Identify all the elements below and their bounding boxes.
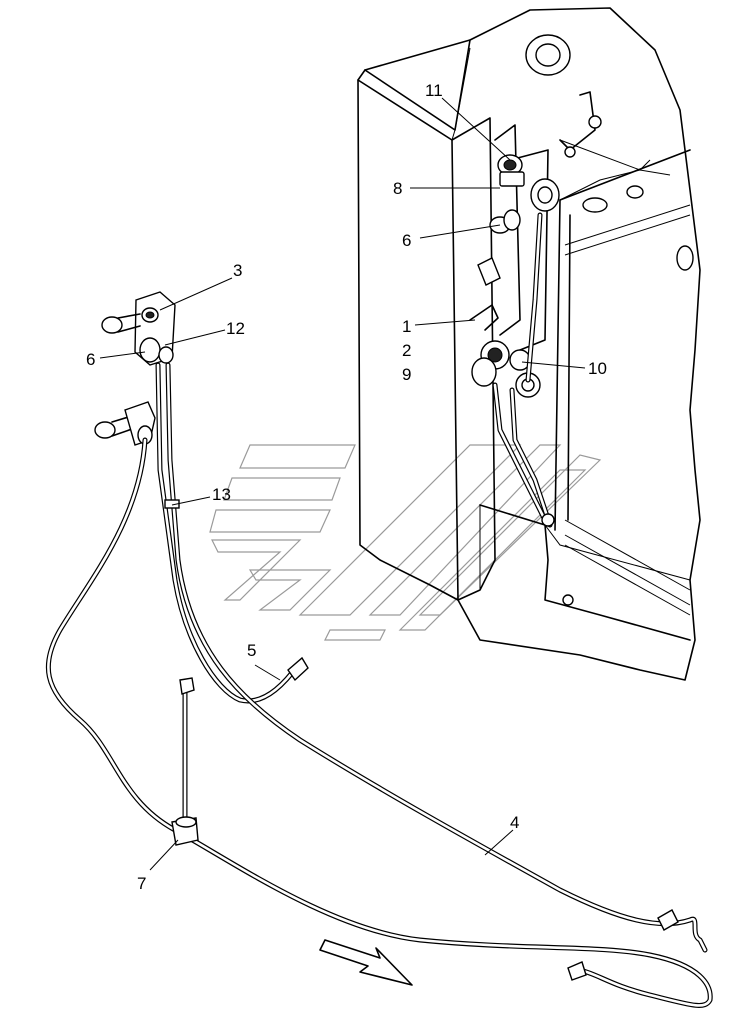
callout-labels: 11 8 6 1 2 9 10 3 12 6 13 5 4 7 xyxy=(86,81,607,893)
hose-lines xyxy=(45,362,713,1008)
leader-lines xyxy=(99,97,586,871)
callout-6-left: 6 xyxy=(86,350,95,369)
right-valve-assembly xyxy=(469,124,560,528)
callout-11: 11 xyxy=(425,81,443,100)
hose-fittings xyxy=(171,656,679,981)
callout-12: 12 xyxy=(226,319,245,338)
callout-5: 5 xyxy=(247,641,256,660)
callout-3: 3 xyxy=(233,261,242,280)
callout-6-right: 6 xyxy=(402,231,411,250)
callout-1: 1 xyxy=(402,317,411,336)
callout-8: 8 xyxy=(393,179,402,198)
watermark-logo xyxy=(209,444,602,641)
callout-7: 7 xyxy=(137,874,146,893)
callout-13: 13 xyxy=(212,485,231,504)
left-valve-assembly xyxy=(94,291,176,446)
callout-4: 4 xyxy=(510,813,519,832)
machine-housing xyxy=(357,7,701,681)
flow-direction-arrow xyxy=(319,939,413,986)
callout-2: 2 xyxy=(402,341,411,360)
callout-10: 10 xyxy=(588,359,607,378)
callout-9: 9 xyxy=(402,365,411,384)
